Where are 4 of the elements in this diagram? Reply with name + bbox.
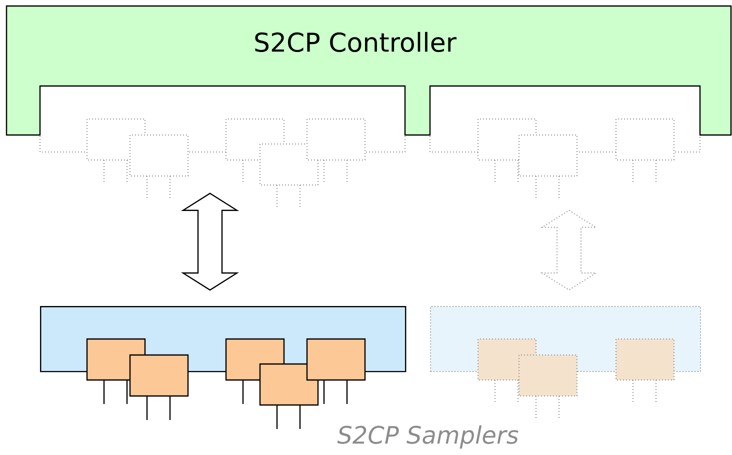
double-arrow [180, 192, 240, 291]
caption-text: S2CP Samplers [337, 425, 518, 449]
controller-block: S2CP Controller [6, 5, 732, 136]
double-arrow [540, 210, 598, 291]
